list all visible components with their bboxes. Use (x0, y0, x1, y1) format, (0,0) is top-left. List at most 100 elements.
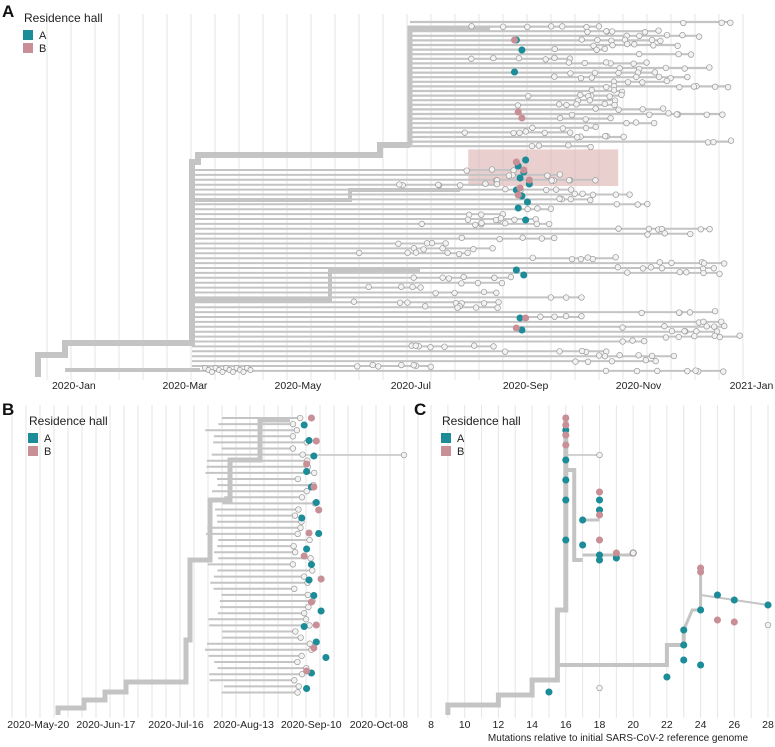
tip-hall-a (595, 496, 604, 504)
tip-node (703, 323, 710, 330)
x-tick-label: 2020-Sep-10 (281, 719, 342, 731)
tip-node (311, 469, 318, 477)
tip-node (602, 367, 610, 375)
tip-node (577, 91, 584, 99)
tip-node (646, 111, 653, 118)
tip-node (541, 129, 548, 137)
x-tick-label: 2020-Jun-17 (76, 719, 135, 731)
tip-node (607, 114, 614, 122)
tip-hall-a (317, 607, 325, 615)
x-tick-label: 2020-Jan (52, 380, 96, 392)
tip-node (247, 367, 254, 373)
tip-node (548, 23, 555, 30)
tip-node (494, 304, 501, 311)
tip-node (578, 347, 586, 355)
tip-node (505, 172, 513, 179)
tip-node (663, 31, 671, 39)
tip-node (612, 191, 620, 198)
tip-node (578, 294, 585, 301)
tip-node (679, 32, 686, 39)
tip-node (687, 51, 695, 58)
tip-node (468, 23, 475, 30)
tip-node (478, 219, 485, 227)
tip-node (584, 254, 591, 261)
tip-node (497, 215, 505, 222)
tip-node (291, 677, 298, 684)
tip-hall-a (312, 638, 320, 646)
tip-node (292, 549, 299, 556)
tip-hall-b (307, 414, 315, 422)
tip-node (559, 125, 566, 132)
tip-hall-b (512, 158, 520, 166)
x-tick-label: 2020-Nov (616, 380, 662, 392)
tip-hall-a (322, 653, 330, 662)
tip-node (396, 181, 403, 188)
tip-node (697, 226, 704, 233)
tip-node (611, 101, 618, 109)
tip-node (690, 83, 698, 90)
tip-hall-b (303, 667, 311, 675)
x-tick-label: 10 (459, 719, 471, 731)
tip-node (673, 111, 680, 118)
legend-swatch-b (28, 446, 38, 456)
tip-node (661, 323, 668, 330)
tip-node (563, 294, 570, 301)
tip-node (638, 309, 645, 317)
tip-node (662, 334, 670, 341)
tip-hall-a (310, 591, 318, 600)
tip-node (290, 542, 297, 550)
tip-node (721, 260, 728, 267)
tip-hall-b (516, 184, 524, 192)
tip-node (480, 300, 488, 307)
tip-hall-b (514, 108, 522, 116)
legend-swatch-b (441, 446, 451, 456)
tip-hall-b (312, 621, 320, 629)
tip-node (432, 290, 439, 297)
tip-node (515, 55, 523, 62)
tip-hall-b (562, 431, 570, 439)
tip-node (645, 225, 653, 233)
tip-node (501, 348, 509, 355)
tip-node (529, 254, 536, 261)
tip-node (615, 106, 622, 113)
tip-node (404, 249, 411, 256)
tip-node (716, 270, 723, 278)
tip-node (700, 269, 707, 277)
x-tick-label: 24 (695, 719, 707, 731)
tip-node (516, 129, 523, 136)
tip-node (616, 352, 623, 359)
tip-node (635, 352, 642, 359)
tip-node (474, 279, 482, 287)
tip-node (582, 124, 590, 132)
tip-hall-a (730, 596, 738, 604)
tip-node (608, 358, 616, 365)
tip-node (578, 313, 585, 320)
tip-hall-a (680, 626, 688, 634)
tip-node (478, 211, 485, 218)
tip-node (675, 333, 682, 341)
tip-node (292, 628, 299, 635)
tip-node (556, 195, 563, 202)
tip-hall-b (595, 536, 604, 544)
tip-hall-a (520, 271, 528, 279)
tip-hall-a (523, 198, 532, 206)
tip-hall-b (595, 488, 604, 496)
tip-hall-b (510, 36, 519, 44)
tip-node (534, 205, 541, 212)
tip-node (427, 363, 434, 370)
x-tick-label: 8 (428, 719, 434, 731)
tip-node (502, 186, 509, 193)
tip-node (559, 23, 566, 30)
tip-node (573, 101, 580, 108)
tip-node (511, 216, 518, 223)
tip-node (644, 231, 651, 238)
tip-node (692, 367, 699, 374)
tip-node (297, 524, 304, 531)
tip-node (655, 27, 662, 34)
tip-node (612, 254, 619, 261)
tip-node (548, 177, 555, 184)
tip-node (306, 536, 313, 544)
tip-node (601, 100, 608, 108)
